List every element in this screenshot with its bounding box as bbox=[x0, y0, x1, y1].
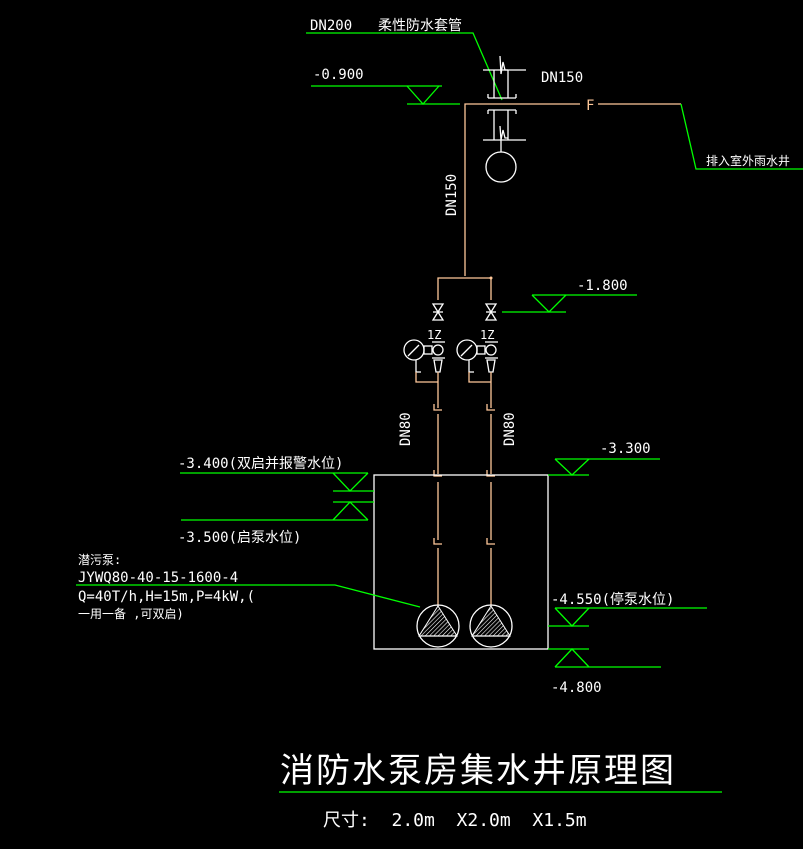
pump-specs-label: Q=40T/h,H=15m,P=4kW,( bbox=[78, 589, 255, 605]
drawing-title: 消防水泵房集水井原理图 bbox=[280, 751, 676, 791]
valve-assembly-left: 1Z bbox=[403, 303, 445, 408]
top-pipe-size-label: DN150 bbox=[541, 70, 583, 86]
elevation-stop: -4.550(停泵水位) bbox=[548, 591, 707, 627]
branch-pipes bbox=[433, 404, 495, 606]
flange-marker: F bbox=[586, 98, 594, 114]
sleeve-size-label: DN200 bbox=[310, 18, 352, 34]
check-valve-icon bbox=[485, 344, 497, 356]
pump-mode-label: 一用一备 ,可双启) bbox=[78, 607, 184, 621]
branch-size-label-left: DN80 bbox=[398, 412, 414, 446]
elevation-alarm-label: -3.400(双启并报警水位) bbox=[178, 456, 343, 472]
gate-valve-icon bbox=[431, 303, 445, 321]
pump-note-heading: 潜污泵: bbox=[78, 553, 121, 567]
gate-valve-icon bbox=[484, 303, 498, 321]
check-valve-mark: 1Z bbox=[480, 328, 494, 342]
pump-note: 潜污泵: JYWQ80-40-15-1600-4 Q=40T/h,H=15m,P… bbox=[76, 553, 421, 621]
elevation-junction-label: -1.800 bbox=[577, 278, 628, 294]
pump-leader-line bbox=[76, 584, 421, 608]
sleeve-circle bbox=[485, 151, 517, 183]
pump-icon bbox=[416, 604, 460, 648]
dimensions-label: 尺寸: 2.0m X2.0m X1.5m bbox=[323, 810, 587, 831]
elevation-stop-label: -4.550(停泵水位) bbox=[551, 591, 674, 608]
elevation-start-label: -3.500(启泵水位) bbox=[178, 530, 301, 546]
flexible-sleeve-symbol bbox=[483, 55, 526, 183]
branch-size-label-right: DN80 bbox=[502, 412, 518, 446]
valve-assembly-right: 1Z bbox=[456, 303, 498, 408]
elevation-alarm: -3.400(双启并报警水位) bbox=[178, 456, 374, 492]
branch-header-pipe bbox=[437, 277, 492, 300]
pump-left bbox=[416, 604, 460, 648]
pump-icon bbox=[469, 604, 513, 648]
sump-pit bbox=[373, 474, 549, 650]
check-valve-mark: 1Z bbox=[427, 328, 441, 342]
elevation-pit-bottom: -4.800 bbox=[548, 648, 661, 696]
sleeve-name-label: 柔性防水套管 bbox=[378, 18, 462, 34]
elevation-ground-label: -0.900 bbox=[313, 67, 364, 83]
reducer-icon bbox=[486, 359, 496, 373]
reducer-icon bbox=[433, 359, 443, 373]
check-valve-icon bbox=[432, 344, 444, 356]
pump-model-label: JYWQ80-40-15-1600-4 bbox=[78, 570, 238, 586]
elevation-pit-top: -3.300 bbox=[548, 441, 660, 476]
elevation-ground: -0.900 bbox=[311, 67, 460, 105]
sleeve-leader-line bbox=[306, 32, 503, 101]
elevation-junction: -1.800 bbox=[502, 278, 637, 313]
discharge-pipe: F DN150 排入室外雨水井 bbox=[464, 70, 803, 276]
pump-right bbox=[469, 604, 513, 648]
elevation-pit-bottom-label: -4.800 bbox=[551, 680, 602, 696]
discharge-destination-label: 排入室外雨水井 bbox=[706, 153, 790, 168]
sleeve-callout: DN200 柔性防水套管 bbox=[306, 18, 503, 101]
discharge-leader-line bbox=[680, 103, 803, 170]
elevation-pit-top-label: -3.300 bbox=[600, 441, 651, 457]
vertical-pipe-size-label: DN150 bbox=[444, 174, 460, 216]
elevation-start: -3.500(启泵水位) bbox=[178, 501, 374, 546]
